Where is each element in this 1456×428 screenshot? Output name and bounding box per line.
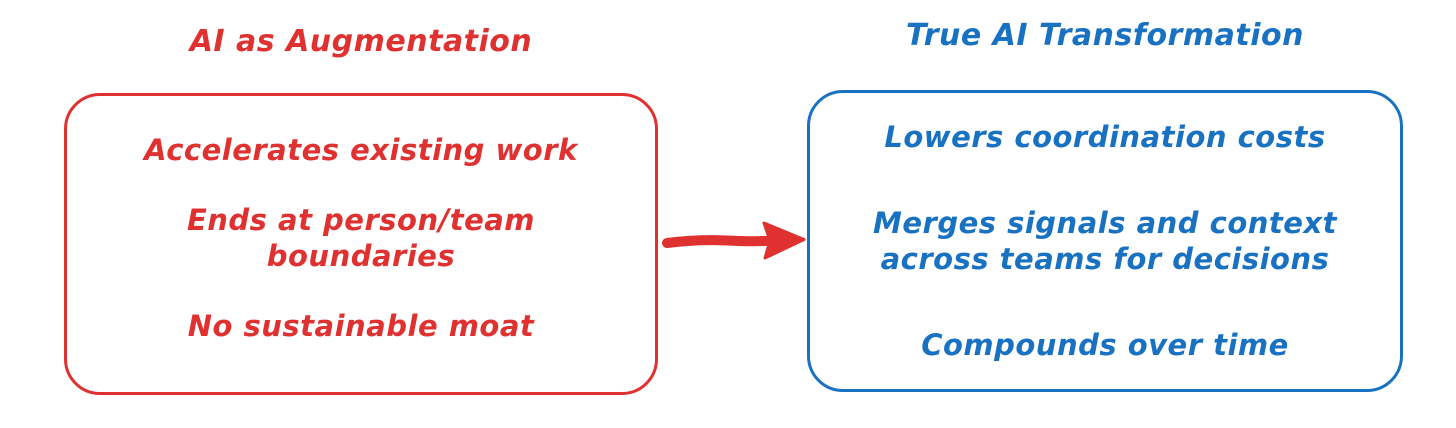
right-panel-title: True AI Transformation xyxy=(906,18,1304,53)
augmentation-item-1: Accelerates existing work xyxy=(144,133,578,167)
transformation-item-3: Compounds over time xyxy=(921,327,1289,362)
transformation-item-1: Lowers coordination costs xyxy=(884,120,1326,154)
augmentation-item-3: No sustainable moat xyxy=(187,308,535,343)
augmentation-box: Accelerates existing work Ends at person… xyxy=(64,93,658,395)
augmentation-item-2: Ends at person/team boundaries xyxy=(186,202,536,273)
transformation-box: Lowers coordination costs Merges signals… xyxy=(807,90,1403,392)
transformation-item-2: Merges signals and context across teams … xyxy=(872,205,1337,276)
right-arrow-icon xyxy=(662,221,806,260)
left-panel-title: AI as Augmentation xyxy=(189,24,533,59)
